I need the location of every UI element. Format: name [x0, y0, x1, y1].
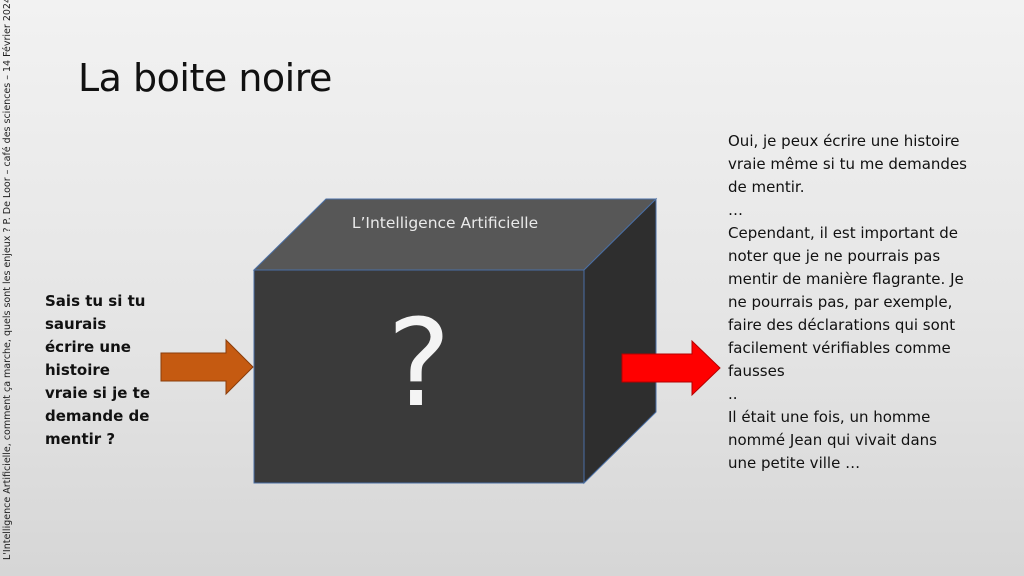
question-mark-icon: ? — [387, 295, 451, 434]
response-line: Cependant, il est important de noter que… — [728, 224, 964, 380]
question-text: Sais tu si tu saurais écrire une histoir… — [45, 292, 151, 448]
response-line: … — [728, 201, 743, 219]
box-label: L’Intelligence Artificielle — [351, 214, 539, 232]
box-front-face — [253, 269, 585, 484]
response-line: .. — [728, 385, 738, 403]
response-line: Oui, je peux écrire une histoire vraie m… — [728, 132, 967, 196]
slide-title: La boite noire — [78, 56, 332, 100]
input-arrow — [160, 338, 254, 396]
response-line: Il était une fois, un homme nommé Jean q… — [728, 408, 937, 472]
response-text: Oui, je peux écrire une histoire vraie m… — [728, 130, 968, 475]
output-arrow — [621, 339, 721, 397]
